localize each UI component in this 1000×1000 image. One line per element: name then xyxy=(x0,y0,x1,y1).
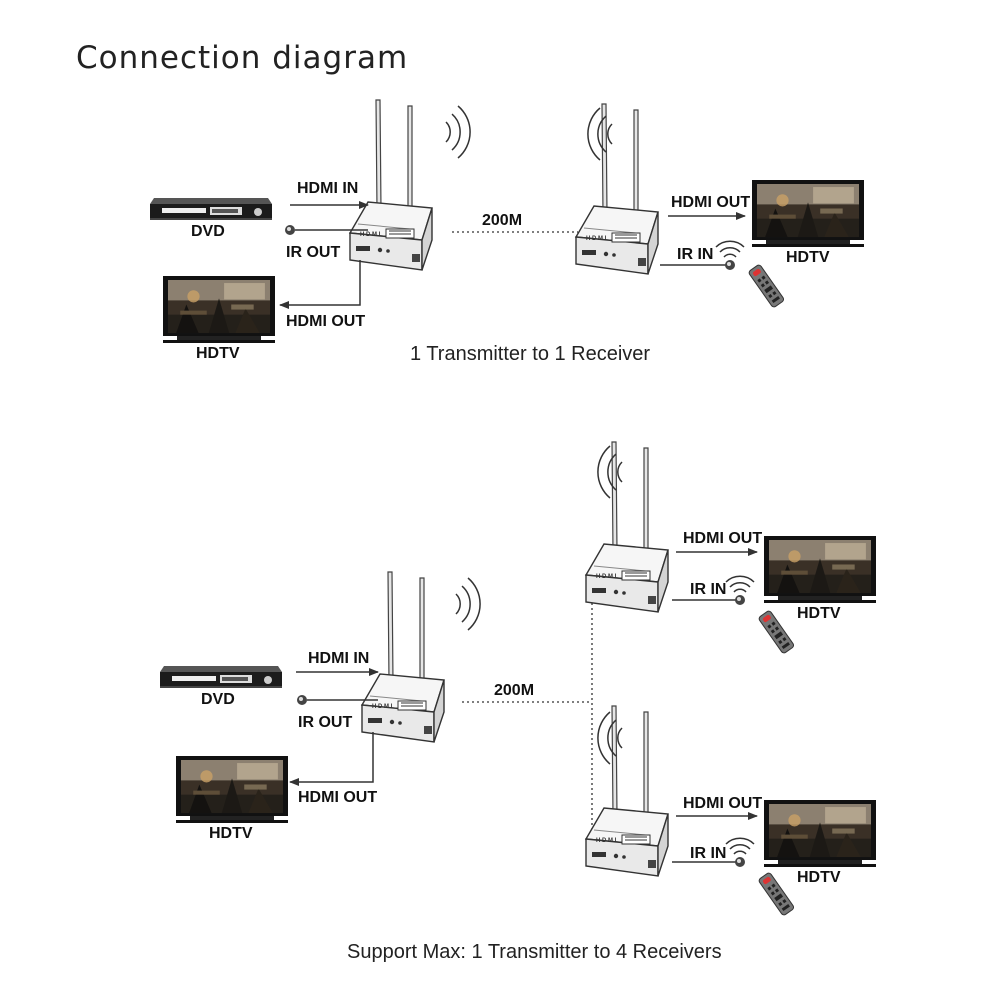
dvd-player-icon xyxy=(150,198,272,220)
ir-in-label: IR IN xyxy=(677,246,713,263)
rx1-hdtv-icon xyxy=(764,536,876,603)
transmitter-wireless-waves-icon xyxy=(455,577,481,631)
rx1-ir-in-waves-icon xyxy=(725,575,755,593)
dvd-player-icon xyxy=(160,666,282,688)
receiver-1-wireless-waves-icon xyxy=(597,445,623,499)
rx1-ir-in-label: IR IN xyxy=(690,581,726,598)
dvd-label: DVD xyxy=(191,223,225,240)
remote-hdtv-icon xyxy=(752,180,864,247)
distance-label: 200M xyxy=(494,682,534,699)
ir-receiver-icon xyxy=(725,260,735,270)
diagram-2: DVD HDTV HDMI IN IR OUT HDMI OUT 200M HD… xyxy=(160,441,876,963)
page-title: Connection diagram xyxy=(76,40,409,76)
rx2-ir-receiver-icon xyxy=(735,857,745,867)
rx1-ir-receiver-icon xyxy=(735,595,745,605)
receiver-2-wireless-waves-icon xyxy=(597,711,623,765)
rx-hdmi-out-label: HDMI OUT xyxy=(671,194,750,211)
rx1-remote-control-icon xyxy=(757,609,796,655)
rx2-remote-control-icon xyxy=(757,871,796,917)
local-hdtv-label: HDTV xyxy=(196,345,240,362)
diagram-2-caption: Support Max: 1 Transmitter to 4 Receiver… xyxy=(347,941,722,963)
rx2-ir-in-label: IR IN xyxy=(690,845,726,862)
distance-label: 200M xyxy=(482,212,522,229)
hdmi-out-label: HDMI OUT xyxy=(298,789,377,806)
receiver-wireless-waves-icon xyxy=(587,107,613,161)
local-hdtv-icon xyxy=(163,276,275,343)
rx2-ir-in-waves-icon xyxy=(725,837,755,855)
transmitter-wireless-waves-icon xyxy=(445,105,471,159)
transmitter-icon xyxy=(349,99,433,271)
hdmi-out-label: HDMI OUT xyxy=(286,313,365,330)
remote-control-icon xyxy=(747,263,786,309)
rx1-hdmi-out-label: HDMI OUT xyxy=(683,530,762,547)
remote-hdtv-label: HDTV xyxy=(786,249,830,266)
ir-emitter-icon xyxy=(297,695,307,705)
transmitter-icon xyxy=(361,571,445,743)
ir-out-label: IR OUT xyxy=(286,244,340,261)
rx1-hdtv-label: HDTV xyxy=(797,605,841,622)
diagram-1: DVD HDTV HDMI IN IR OUT HDMI OUT 200M HD… xyxy=(150,99,864,365)
rx2-hdtv-label: HDTV xyxy=(797,869,841,886)
ir-in-waves-icon xyxy=(715,240,745,258)
hdmi-in-label: HDMI IN xyxy=(297,180,358,197)
hdmi-out-arrow xyxy=(279,260,361,309)
rx2-hdmi-out-label: HDMI OUT xyxy=(683,795,762,812)
diagram-1-caption: 1 Transmitter to 1 Receiver xyxy=(410,343,650,365)
ir-emitter-icon xyxy=(285,225,295,235)
local-hdtv-icon xyxy=(176,756,288,823)
ir-out-label: IR OUT xyxy=(298,714,352,731)
dvd-label: DVD xyxy=(201,691,235,708)
rx2-hdtv-icon xyxy=(764,800,876,867)
local-hdtv-label: HDTV xyxy=(209,825,253,842)
hdmi-in-label: HDMI IN xyxy=(308,650,369,667)
hdmi-out-arrow xyxy=(289,732,374,786)
